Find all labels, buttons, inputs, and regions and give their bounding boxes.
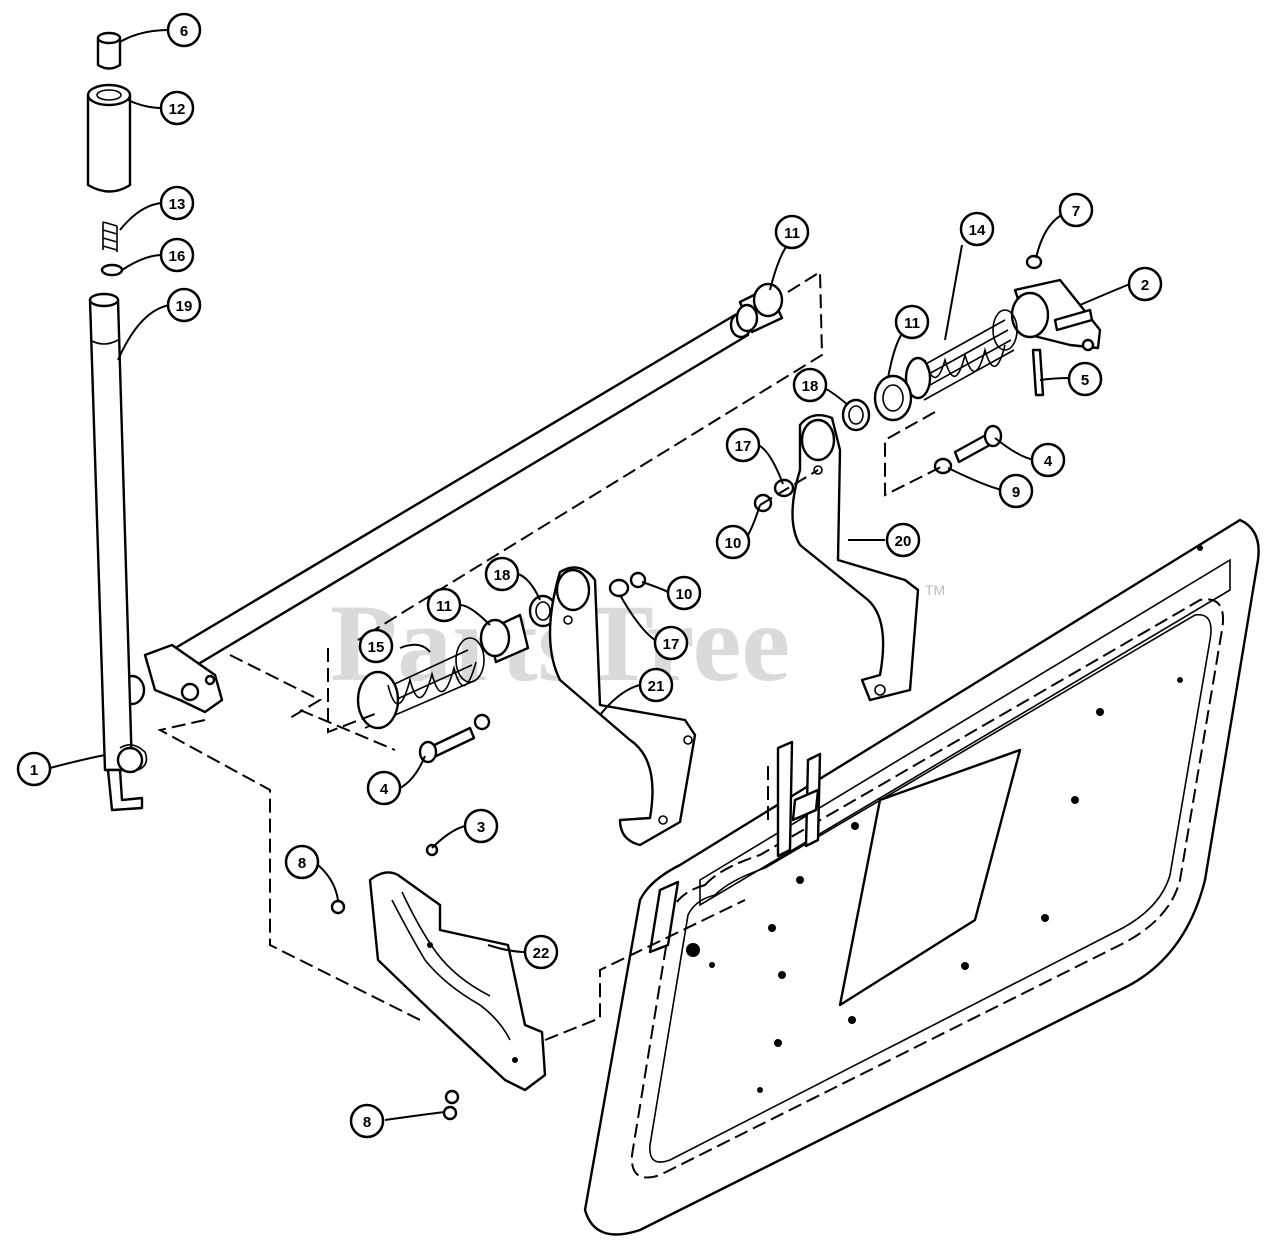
callout-17-left[interactable]: 17 (653, 625, 689, 661)
callout-18-left-label: 18 (494, 567, 511, 584)
callout-11-left-label: 11 (436, 598, 452, 615)
callout-21-label: 21 (648, 678, 665, 695)
callout-7[interactable]: 7 (1058, 192, 1094, 228)
callout-18-right[interactable]: 18 (792, 367, 828, 403)
callout-2[interactable]: 2 (1127, 266, 1163, 302)
callout-4-right[interactable]: 4 (1030, 442, 1066, 478)
callout-6-label: 6 (180, 23, 188, 40)
nut-8-lower-b (442, 1105, 458, 1121)
callout-13-label: 13 (169, 196, 186, 213)
bolt-right (953, 424, 1003, 464)
callout-16[interactable]: 16 (159, 237, 195, 273)
callout-10-left[interactable]: 10 (666, 575, 702, 611)
callout-13[interactable]: 13 (159, 185, 195, 221)
bushing-18-right (841, 398, 871, 432)
callout-12[interactable]: 12 (159, 90, 195, 126)
lever-spring-small (102, 221, 118, 252)
callout-11-shaft[interactable]: 11 (774, 214, 810, 250)
callout-21[interactable]: 21 (638, 667, 674, 703)
callout-9-label: 9 (1012, 484, 1020, 501)
washer-10-left (629, 571, 647, 589)
callout-2-label: 2 (1141, 277, 1149, 294)
callout-9[interactable]: 9 (998, 473, 1034, 509)
callout-19[interactable]: 19 (166, 287, 202, 323)
callout-8-lower-label: 8 (363, 1114, 371, 1131)
callout-22-label: 22 (533, 945, 550, 962)
left-spring (356, 637, 485, 730)
callout-10-left-label: 10 (676, 586, 693, 603)
callout-8-upper[interactable]: 8 (284, 844, 320, 880)
deck-panel (583, 518, 1260, 1236)
lever-washer (100, 263, 124, 277)
callout-5-label: 5 (1081, 372, 1089, 389)
callout-14-label: 14 (969, 222, 986, 239)
bushing-11-shaft-end (735, 282, 784, 334)
watermark-tm: TM (925, 582, 945, 598)
callout-18-left[interactable]: 18 (484, 556, 520, 592)
callout-11-right[interactable]: 11 (894, 304, 930, 340)
right-spring-assembly (1010, 254, 1102, 397)
shaft-pivot-bracket (118, 643, 224, 714)
callout-11-shaft-label: 11 (784, 225, 800, 242)
pedal-arm-20 (791, 414, 920, 702)
callout-4-right-label: 4 (1044, 453, 1053, 470)
callout-11-right-label: 11 (904, 315, 920, 332)
callout-10-right[interactable]: 10 (715, 524, 751, 560)
callout-18-right-label: 18 (802, 378, 819, 395)
bolt-left (418, 713, 491, 764)
callout-16-label: 16 (169, 248, 186, 265)
callout-10-right-label: 10 (725, 535, 742, 552)
nut-8-lower-a (444, 1089, 460, 1105)
bushing-11-right (873, 374, 913, 422)
callout-17-right[interactable]: 17 (725, 427, 761, 463)
callout-4-left-label: 4 (380, 781, 389, 798)
callout-8-lower[interactable]: 8 (349, 1103, 385, 1139)
callout-15[interactable]: 15 (358, 628, 394, 664)
callout-17-right-label: 17 (735, 438, 752, 455)
callout-1[interactable]: 1 (16, 751, 52, 787)
callout-14[interactable]: 14 (959, 211, 995, 247)
callout-20[interactable]: 20 (885, 522, 921, 558)
assembly-lines (157, 270, 946, 1041)
bushing-11-left (479, 613, 530, 664)
pedal-arm-21 (548, 566, 697, 847)
height-bracket-22 (368, 871, 547, 1092)
grip-cap (96, 31, 122, 70)
callout-7-label: 7 (1072, 203, 1080, 220)
callout-17-left-label: 17 (663, 636, 680, 653)
callout-22[interactable]: 22 (523, 934, 559, 970)
callout-4-left[interactable]: 4 (366, 770, 402, 806)
callout-5[interactable]: 5 (1067, 361, 1103, 397)
handle-grip (86, 83, 132, 193)
washer-17-right (773, 478, 795, 498)
right-spring (904, 309, 1018, 401)
callout-3[interactable]: 3 (463, 808, 499, 844)
callout-12-label: 12 (169, 101, 186, 118)
washer-17-left (608, 578, 630, 598)
callout-3-label: 3 (477, 819, 485, 836)
screw-3 (425, 843, 439, 857)
lift-lever (88, 292, 148, 812)
callout-6[interactable]: 6 (166, 12, 202, 48)
callout-8-upper-label: 8 (298, 855, 306, 872)
nut-right (933, 457, 953, 475)
nut-8-upper (330, 899, 346, 915)
callout-11-left[interactable]: 11 (426, 587, 462, 623)
callout-1-label: 1 (30, 762, 38, 779)
callout-15-label: 15 (368, 639, 385, 656)
callout-20-label: 20 (895, 533, 912, 550)
callout-19-label: 19 (176, 298, 193, 315)
